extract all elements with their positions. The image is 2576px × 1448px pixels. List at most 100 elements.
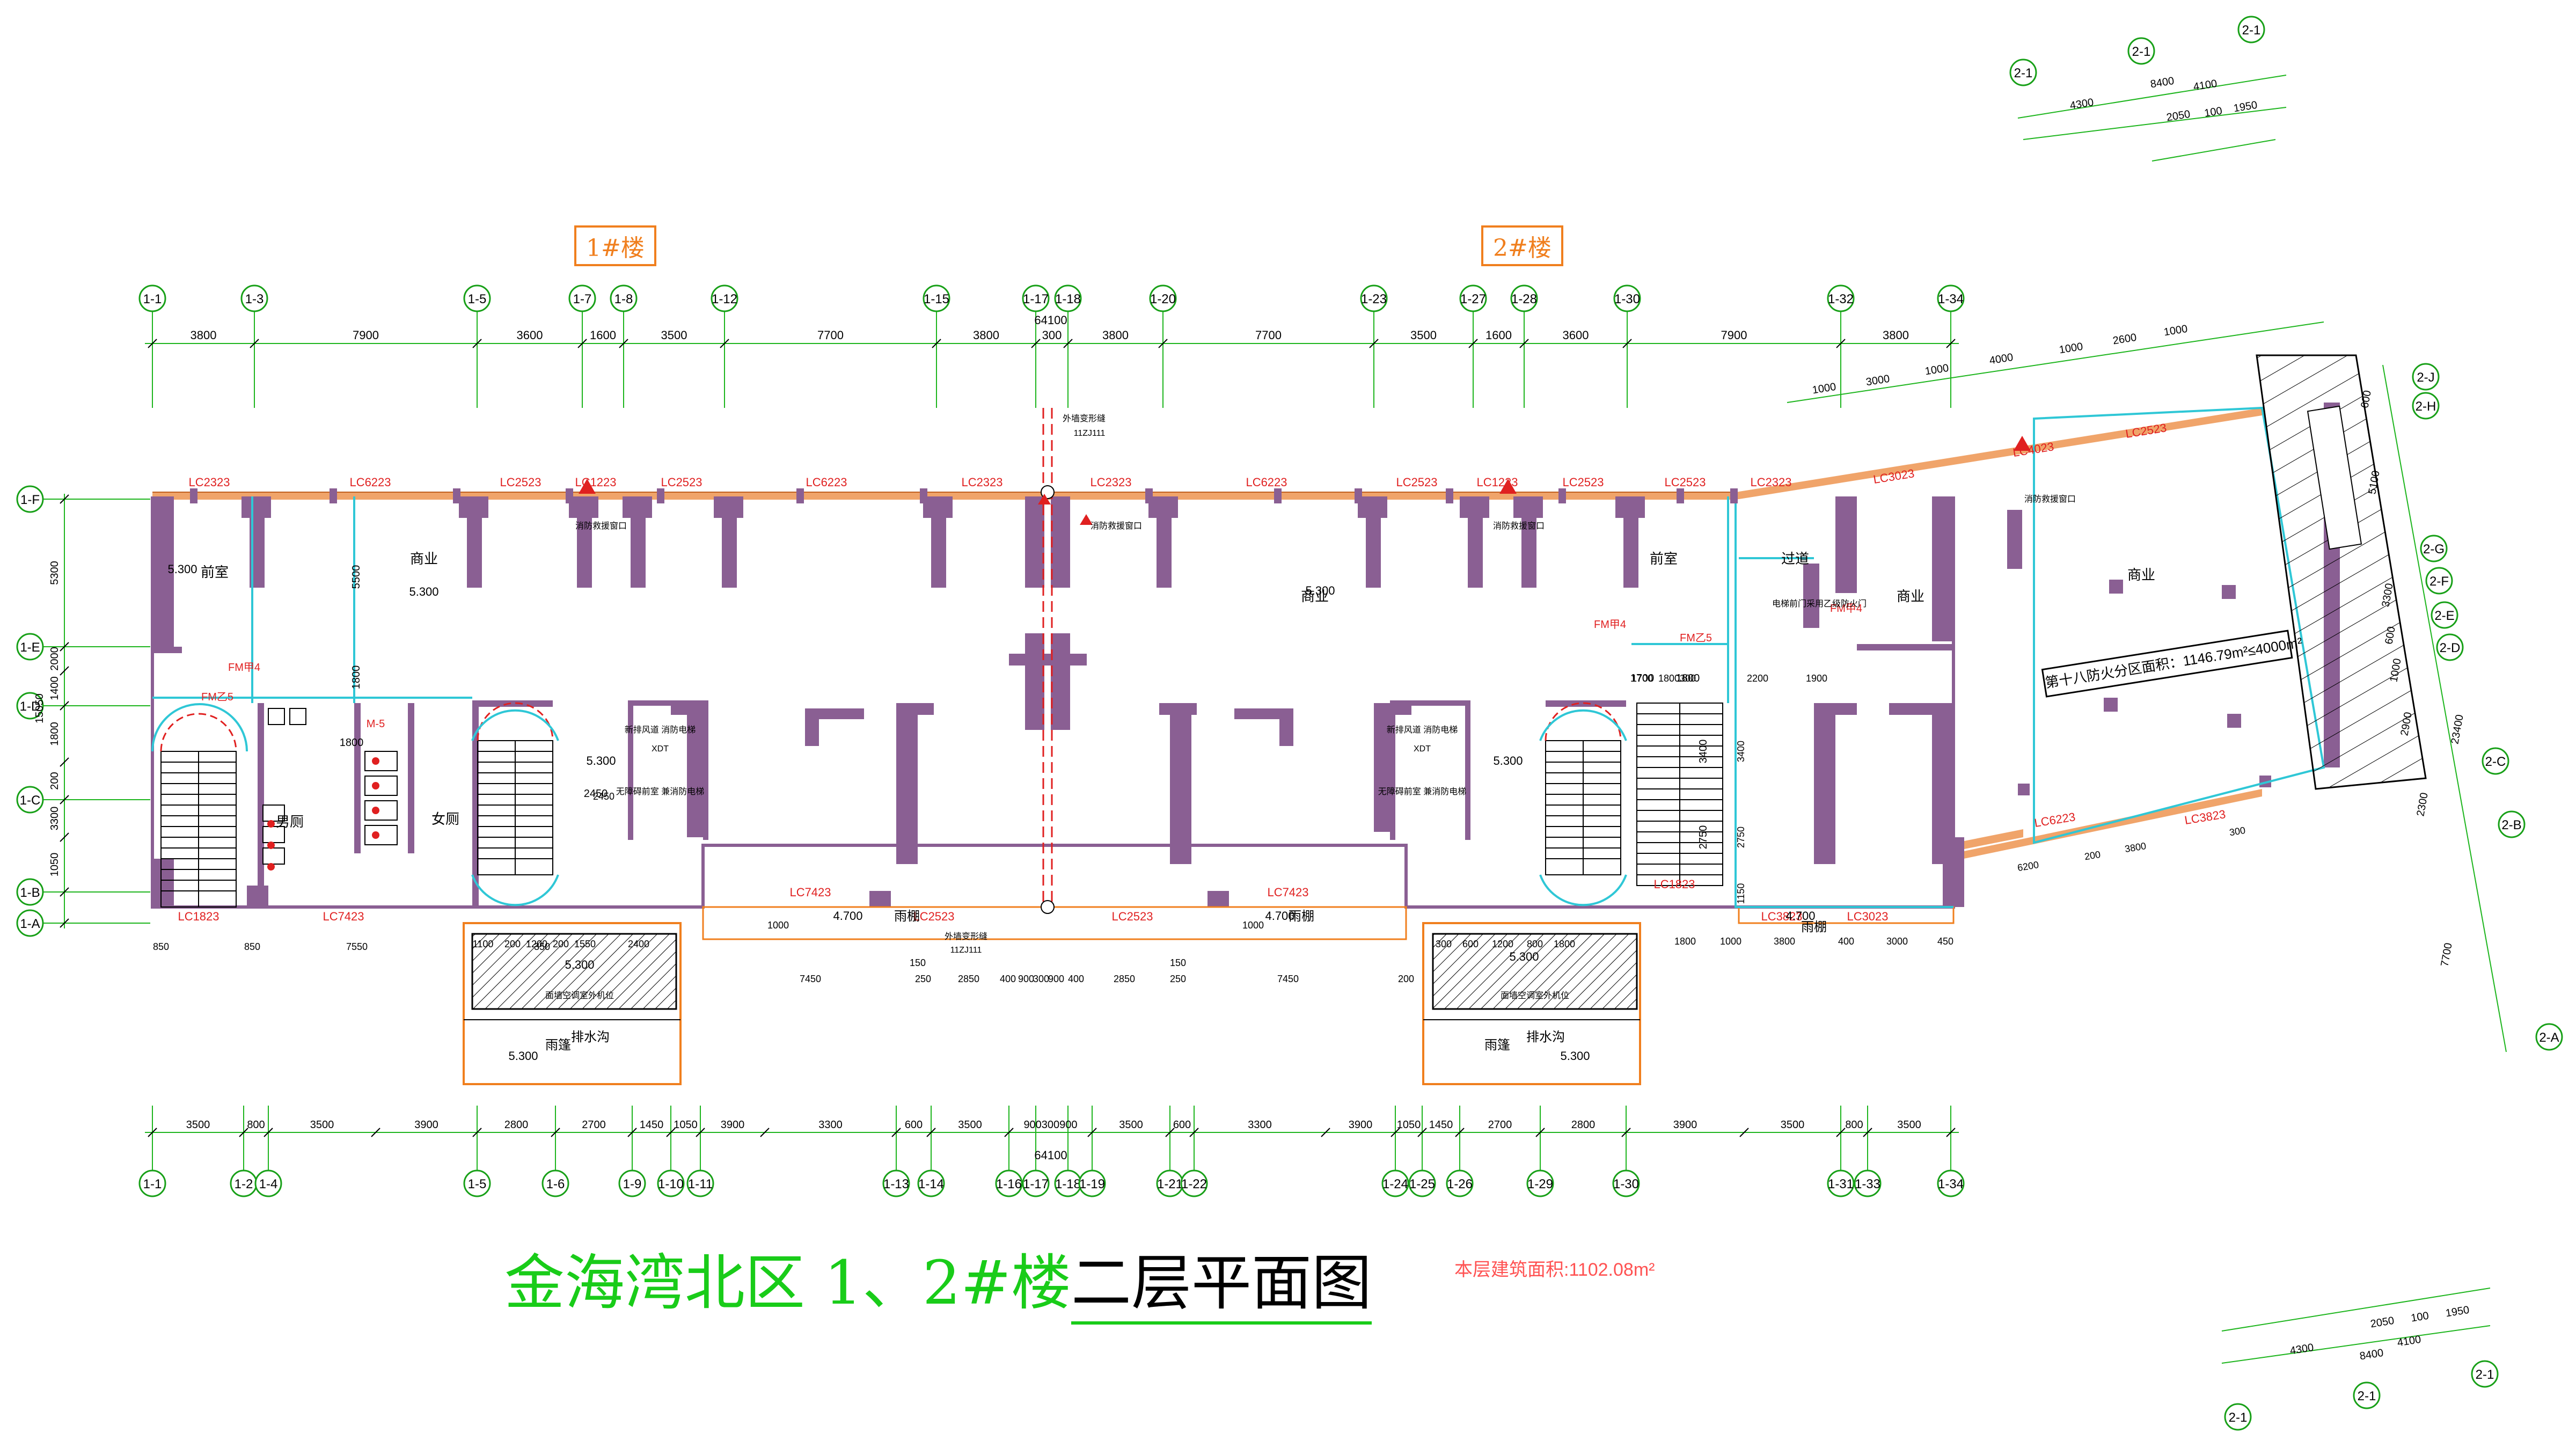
dim-tick: [577, 339, 587, 348]
window-label: LC6223: [1246, 476, 1287, 489]
elevation-label: 4.700: [1265, 909, 1294, 923]
dimension-value: 3500: [186, 1119, 210, 1131]
axis-bubble: [541, 1169, 569, 1197]
elevation-label: 5.300: [1509, 950, 1539, 963]
dimension-value: 3800: [191, 328, 217, 342]
dimension-value: 3400: [1697, 740, 1709, 764]
dimension-value: 2450: [593, 791, 614, 802]
dimension-value: 15050: [34, 693, 46, 723]
axis-bubble: [2420, 535, 2448, 562]
misc-label: XDT: [1414, 744, 1431, 754]
window-label: LC1823: [1653, 877, 1695, 891]
window-label: LC2523: [913, 910, 954, 923]
dimension-value: 7700: [1255, 328, 1282, 342]
dimension-value: 3300: [818, 1119, 843, 1131]
dim-tick: [1391, 1128, 1400, 1137]
window-label: LC3823: [1761, 910, 1802, 923]
misc-label: 消防救援窗口: [2024, 494, 2076, 504]
axis-label: 2-D: [2440, 641, 2461, 655]
dimension-value: 3400: [1736, 741, 1746, 762]
axis-label: 2-C: [2485, 755, 2506, 769]
axis-bubble: [686, 1169, 714, 1197]
dim-tick: [1031, 339, 1041, 348]
dim-tick: [264, 1128, 273, 1137]
axis-bubble: [1526, 1169, 1554, 1197]
window-label: LC2323: [961, 476, 1002, 489]
axis-label: 2-1: [2476, 1367, 2494, 1382]
dimension-value: 3500: [1410, 328, 1437, 342]
axis-label: 1-1: [143, 292, 162, 306]
axis-label: 1-19: [1079, 1177, 1105, 1191]
axis-bubble: [2431, 601, 2458, 629]
dimension-value: 1800: [340, 737, 364, 749]
annex-dim-line: [2221, 1325, 2491, 1364]
dim-tick: [60, 795, 69, 805]
room-label: 商业: [410, 551, 438, 567]
axis-bubble: [1408, 1169, 1436, 1197]
dim-tick: [551, 1128, 560, 1137]
dimension-value: 400: [1838, 936, 1854, 947]
top-window-band: [152, 492, 1736, 500]
axis-bubble: [2436, 633, 2464, 661]
axis-bubble: [923, 284, 950, 312]
misc-label: 面墙空调室外机位: [1501, 991, 1569, 1000]
elevation-label: 5.300: [409, 585, 438, 598]
dimension-value: 250: [915, 974, 931, 984]
dim-tick: [696, 1128, 705, 1137]
axis-bubble: [1078, 1169, 1106, 1197]
axis-label: 1-5: [468, 292, 487, 306]
axis-label: 1-4: [259, 1177, 278, 1191]
dimension-value: 1000: [767, 920, 789, 931]
axis-bubble: [254, 1169, 282, 1197]
window-label: LC2523: [1562, 476, 1604, 489]
window-label: LC2323: [1750, 476, 1791, 489]
dimension-value: 300: [1042, 328, 1062, 342]
dimension-value: 3800: [1774, 936, 1795, 947]
axis-label: 1-14: [918, 1177, 944, 1191]
axis-label: 1-28: [1511, 292, 1537, 306]
axis-label: 2-H: [2416, 399, 2436, 414]
axis-label: 2-E: [2434, 609, 2454, 623]
dim-tick: [371, 1128, 380, 1137]
axis-label: 2-A: [2539, 1030, 2559, 1045]
dimension-value: 5300: [49, 561, 61, 585]
dimension-value: 900300900: [1023, 1119, 1077, 1131]
dimension-value: 1000: [1242, 920, 1264, 931]
dimension-value: 100: [2204, 105, 2223, 120]
misc-label: 消防救援窗口: [1091, 521, 1142, 531]
door-label: FM甲4: [1594, 619, 1626, 631]
annex-window-band: [1736, 408, 2262, 861]
dimension-value: 400: [1000, 974, 1016, 984]
dimension-value: 1200: [526, 939, 547, 949]
axis-bubble: [1381, 1169, 1409, 1197]
dimension-value: 800: [247, 1119, 265, 1131]
axis-bubble: [1613, 284, 1641, 312]
dim-tick: [1087, 1128, 1097, 1137]
door-label: FM甲4: [228, 662, 260, 674]
window-label: LC3823: [2184, 807, 2227, 827]
room-label: 女厕: [431, 811, 459, 827]
dimension-value: 1000: [2058, 341, 2083, 356]
misc-label: 无障碍前室 兼消防电梯: [616, 787, 704, 796]
axis-label: 1-30: [1613, 1177, 1639, 1191]
axis-label: 1-2: [235, 1177, 253, 1191]
dim-tick: [60, 701, 69, 711]
dim-tick: [720, 339, 729, 348]
building-2-tag: 2#楼: [1481, 225, 1563, 266]
dimension-value: 1000: [1811, 381, 1836, 397]
axis-left: 1-F1-E1-D1-C1-B1-A: [16, 485, 150, 937]
dimension-value: 1400: [49, 676, 61, 700]
dimension-value: 1000: [2388, 657, 2403, 683]
dim-tick: [926, 1128, 936, 1137]
dimension-value: 2700: [582, 1119, 606, 1131]
dim-tick: [60, 642, 69, 652]
axis-bubble: [1937, 284, 1965, 312]
dimension-value: 4000: [1988, 352, 2014, 367]
axis-label: 2-1: [2132, 45, 2151, 59]
dimension-value: 1600: [590, 328, 616, 342]
axis-bubble: [1022, 284, 1050, 312]
dimension-value: 450: [1937, 936, 1953, 947]
axis-label: 1-8: [614, 292, 633, 306]
axis-bubble: [138, 1169, 166, 1197]
